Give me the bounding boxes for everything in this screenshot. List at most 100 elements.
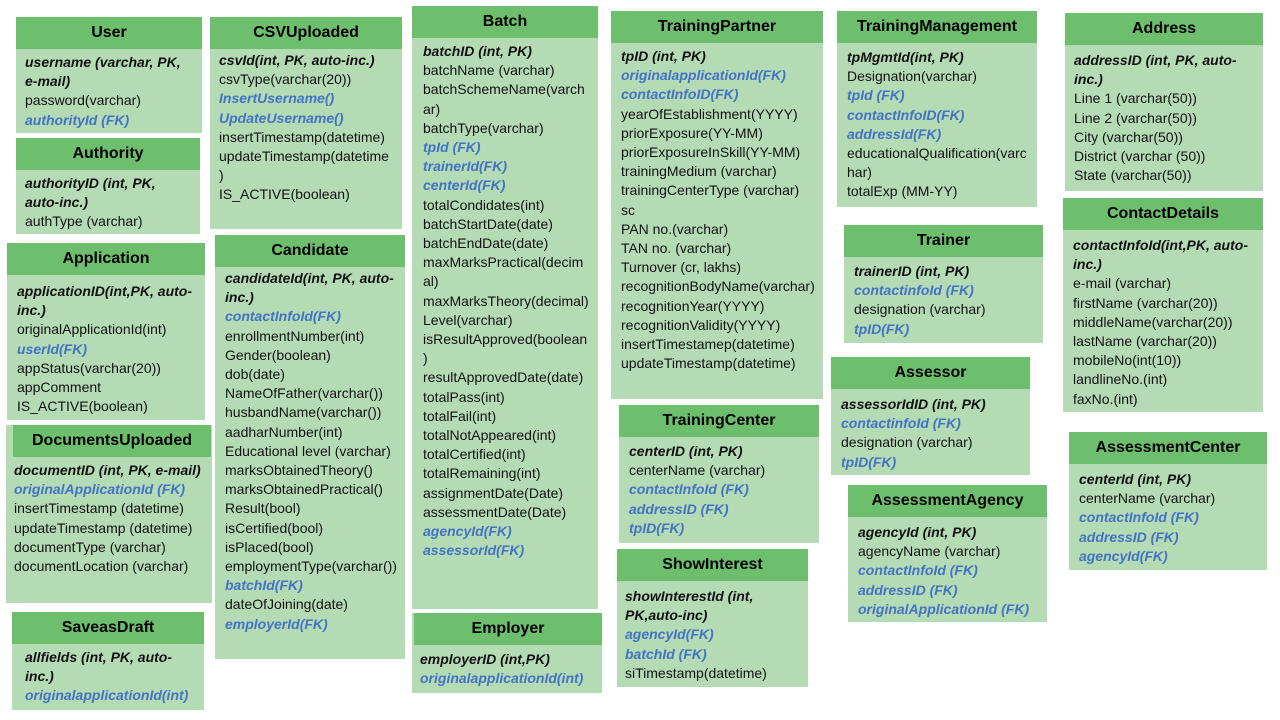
- foreign-key-field: agencyId(FK): [1079, 547, 1168, 564]
- foreign-key-field: agencyId(FK): [423, 523, 512, 540]
- field: NameOfFather(varchar()): [225, 385, 383, 402]
- primary-key-field: tpID (int, PK): [621, 48, 706, 64]
- field: totalCertified(int): [423, 446, 526, 463]
- field: firstName (varchar(20)): [1073, 294, 1218, 311]
- field: City (varchar(50)): [1074, 128, 1183, 145]
- table-training-center: TrainingCenter centerID (int, PK)centerN…: [619, 405, 819, 543]
- field-list: username (varchar, PK, e-mail)password(v…: [25, 53, 193, 130]
- primary-key-field: applicationID(int,PK, auto-inc.): [17, 283, 192, 319]
- primary-key-field: employerID (int,PK): [420, 651, 550, 667]
- foreign-key-field: authorityId (FK): [25, 111, 130, 128]
- field: Designation(varchar): [847, 68, 977, 85]
- primary-key-field: allfields (int, PK, auto-inc.): [25, 649, 173, 685]
- field: educationalQualification(varchar): [847, 145, 1027, 181]
- foreign-key-field: batchId (FK): [625, 645, 707, 662]
- field: lastName (varchar(20)): [1073, 333, 1217, 350]
- table-employer: Employer employerID (int,PK)originalappl…: [412, 613, 602, 693]
- foreign-key-field: contactInfoId (FK): [1079, 509, 1199, 526]
- field: employmentType(varchar()): [225, 558, 397, 575]
- field: siTimestamp(datetime): [625, 664, 767, 681]
- field: designation (varchar): [841, 434, 973, 451]
- table-training-management: TrainingManagement tpMgmtId(int, PK)Desi…: [837, 11, 1037, 207]
- foreign-key-field: originalApplicationId (FK): [14, 481, 186, 498]
- field: maxMarksPractical(decimal): [423, 254, 584, 290]
- field: sc: [621, 201, 635, 218]
- field: updateTimestamp(datetime): [219, 148, 389, 184]
- table-title: CSVUploaded: [210, 17, 402, 49]
- field: totalCondidates(int): [423, 196, 545, 213]
- primary-key-field: showInterestId (int, PK,auto-inc): [625, 588, 754, 624]
- primary-key-field: batchID (int, PK): [423, 43, 532, 59]
- field: faxNo.(int): [1073, 390, 1138, 407]
- field: mobileNo(int(10)): [1073, 352, 1182, 369]
- table-title: Address: [1065, 13, 1263, 45]
- foreign-key-field: tpId (FK): [423, 139, 481, 156]
- table-title: TrainingPartner: [611, 11, 823, 43]
- field-list: employerID (int,PK)originalapplicationId…: [420, 650, 600, 688]
- table-title: AssessmentAgency: [848, 485, 1047, 517]
- field: husbandName(varchar()): [225, 404, 382, 421]
- field: maxMarksTheory(decimal): [423, 292, 589, 309]
- field: Line 1 (varchar(50)): [1074, 90, 1197, 107]
- field: Level(varchar): [423, 311, 513, 328]
- field: Line 2 (varchar(50)): [1074, 109, 1197, 126]
- field-list: documentID (int, PK, e-mail)originalAppl…: [14, 461, 210, 576]
- field: isPlaced(bool): [225, 538, 314, 555]
- field-list: tpID (int, PK)originalapplicationId(FK)c…: [621, 47, 817, 373]
- foreign-key-field: contactInfoId (FK): [629, 481, 749, 498]
- foreign-key-field: addressId(FK): [847, 125, 942, 142]
- table-batch: Batch batchID (int, PK)batchName (varcha…: [412, 6, 598, 609]
- table-title: ShowInterest: [617, 549, 808, 581]
- field: appComment: [17, 379, 102, 396]
- field: recognitionValidity(YYYY): [621, 316, 781, 333]
- foreign-key-field: contactinfoId (FK): [854, 282, 974, 299]
- field: batchStartDate(date): [423, 215, 553, 232]
- field: insertTimestamp (datetime): [14, 500, 184, 517]
- field: aadharNumber(int): [225, 423, 343, 440]
- table-title: Candidate: [215, 235, 405, 267]
- foreign-key-field: tpID(FK): [841, 453, 897, 470]
- primary-key-field: addressID (int, PK, auto-inc.): [1074, 52, 1237, 88]
- field: batchName (varchar): [423, 62, 555, 79]
- table-assessor: Assessor assessorIdID (int, PK)contactin…: [831, 357, 1030, 475]
- foreign-key-field: employerId(FK): [225, 615, 328, 632]
- field: IS_ACTIVE(boolean): [219, 186, 350, 203]
- foreign-key-field: contactInfoID(FK): [621, 86, 739, 103]
- field: dateOfJoining(date): [225, 596, 348, 613]
- foreign-key-field: userId(FK): [17, 340, 87, 357]
- field: yearOfEstablishment(YYYY): [621, 105, 798, 122]
- foreign-key-field: contactInfoID(FK): [847, 106, 965, 123]
- field: TAN no. (varchar): [621, 240, 732, 257]
- field: recognitionBodyName(varchar): [621, 278, 815, 295]
- primary-key-field: tpMgmtId(int, PK): [847, 49, 964, 65]
- primary-key-field: trainerID (int, PK): [854, 263, 970, 279]
- field: isCertified(bool): [225, 519, 324, 536]
- field: Gender(boolean): [225, 346, 331, 363]
- foreign-key-field: assessorId(FK): [423, 542, 525, 559]
- field: assignmentDate(Date): [423, 484, 564, 501]
- primary-key-field: csvId(int, PK, auto-inc.): [219, 52, 375, 68]
- table-assessment-agency: AssessmentAgency agencyId (int, PK)agenc…: [848, 485, 1047, 622]
- foreign-key-field: InsertUsername(): [219, 90, 335, 107]
- field-list: csvId(int, PK, auto-inc.)csvType(varchar…: [219, 51, 393, 205]
- field: marksObtainedTheory(): [225, 462, 373, 479]
- field-list: centerID (int, PK)centerName (varchar)co…: [629, 442, 811, 538]
- foreign-key-field: UpdateUsername(): [219, 109, 344, 126]
- foreign-key-field: addressID (FK): [629, 500, 729, 517]
- field-list: candidateId(int, PK, auto-inc.)contactIn…: [225, 269, 397, 634]
- field: insertTimestamep(datetime): [621, 336, 795, 353]
- foreign-key-field: addressID (FK): [858, 581, 958, 598]
- table-authority: Authority authorityID (int, PK, auto-inc…: [16, 138, 200, 234]
- field: designation (varchar): [854, 301, 986, 318]
- table-user: User username (varchar, PK, e-mail)passw…: [16, 17, 202, 133]
- primary-key-field: assessorIdID (int, PK): [841, 396, 986, 412]
- table-title: TrainingCenter: [619, 405, 819, 437]
- foreign-key-field: tpId (FK): [847, 87, 905, 104]
- foreign-key-field: tpID(FK): [854, 320, 910, 337]
- field-list: applicationID(int,PK, auto-inc.)original…: [17, 282, 201, 416]
- table-title: ContactDetails: [1063, 198, 1263, 230]
- field-list: assessorIdID (int, PK)contactinfoId (FK)…: [841, 395, 1023, 472]
- field: marksObtainedPractical(): [225, 481, 383, 498]
- field-list: addressID (int, PK, auto-inc.) Line 1 (va…: [1074, 51, 1254, 185]
- table-show-interest: ShowInterest showInterestId (int, PK,aut…: [617, 549, 808, 687]
